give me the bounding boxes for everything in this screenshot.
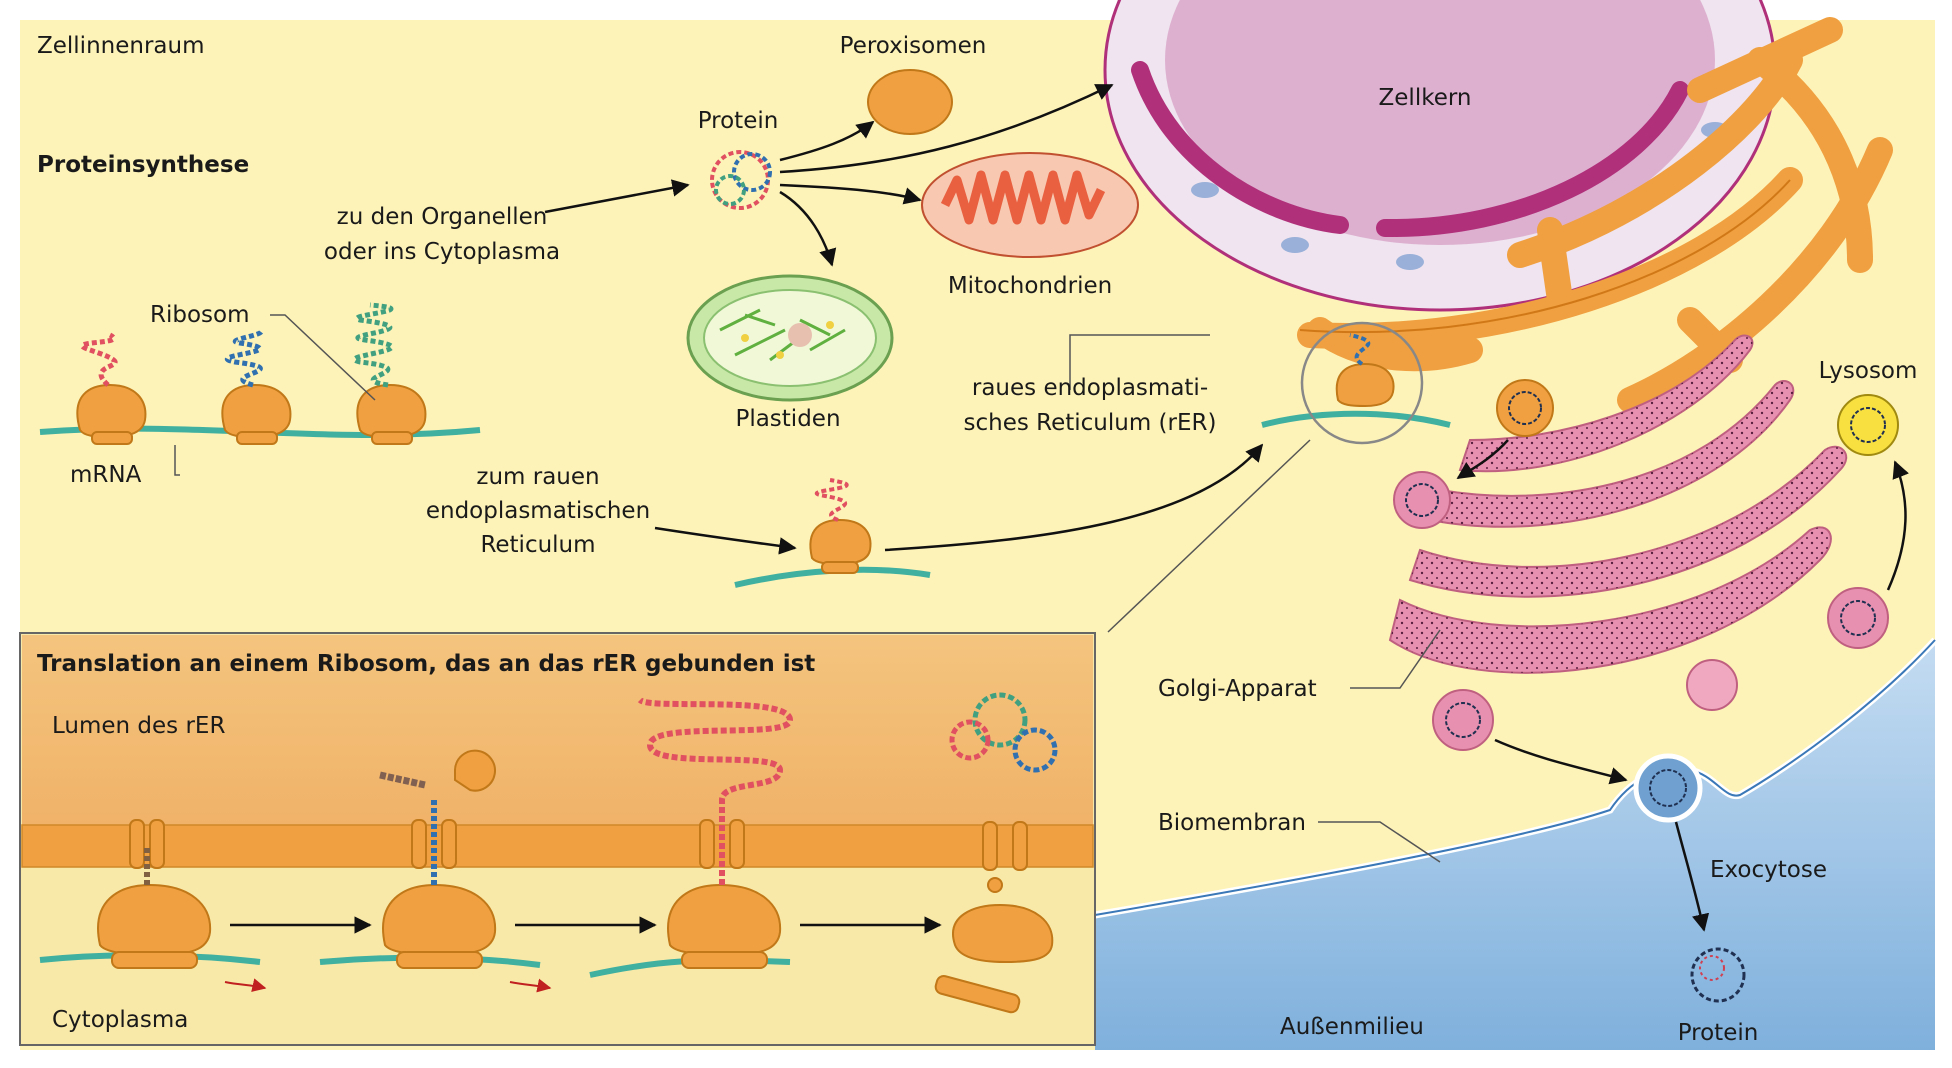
label-lysosom: Lysosom <box>1819 358 1918 384</box>
label-peroxisomen: Peroxisomen <box>840 33 987 59</box>
inset-ribosome-released <box>934 692 1058 1014</box>
er-membrane <box>21 824 1094 868</box>
ribosome <box>809 478 872 574</box>
arrow-to-er-ribosome <box>654 526 797 555</box>
arrow-golgi-to-lysosome <box>1886 460 1909 591</box>
plastid <box>686 274 894 402</box>
label-aussenmilieu: Außenmilieu <box>1280 1014 1424 1040</box>
mitochondrion <box>921 152 1139 258</box>
arrow-golgi-to-membrane <box>1494 738 1628 785</box>
arrow-er-to-golgi <box>1456 439 1509 480</box>
inset-label-lumen: Lumen des rER <box>52 713 225 739</box>
label-exocytose: Exocytose <box>1710 857 1827 883</box>
label-organellen-1: zu den Organellen <box>337 204 548 230</box>
label-protein-bottom: Protein <box>1678 1020 1759 1046</box>
label-zum-rauen-2: endoplasmatischen <box>426 498 650 524</box>
label-zellinnenraum: Zellinnenraum <box>37 33 205 59</box>
flow-arrows <box>544 83 1909 932</box>
golgi-vesicle <box>1432 689 1494 751</box>
arrow-to-protein <box>544 179 690 214</box>
direction-arrow <box>509 978 552 993</box>
label-zum-rauen-1: zum rauen <box>476 464 599 490</box>
direction-arrow <box>224 978 267 992</box>
ribosome <box>221 327 292 445</box>
ribosome <box>352 302 427 445</box>
lumen-area <box>22 635 1093 827</box>
label-raues-er-2: sches Reticulum (rER) <box>964 410 1217 436</box>
label-plastiden: Plastiden <box>735 406 840 432</box>
mrna-strand <box>1261 410 1451 428</box>
label-zum-rauen-3: Reticulum <box>480 532 595 558</box>
protein-coil-top <box>710 150 772 210</box>
inset-ribosome <box>379 749 497 969</box>
label-biomembran: Biomembran <box>1158 810 1306 836</box>
exocytosis-vesicle <box>1633 753 1703 823</box>
secreted-protein <box>1690 947 1746 1003</box>
arrow-exocytosis <box>1674 821 1710 932</box>
golgi-vesicle <box>1827 587 1889 649</box>
label-proteinsynthese: Proteinsynthese <box>37 152 249 178</box>
arrow-to-rer <box>884 443 1264 552</box>
inset-panel <box>19 632 1096 1046</box>
lysosome <box>1837 394 1899 456</box>
label-organellen-2: oder ins Cytoplasma <box>324 239 560 265</box>
label-protein-top: Protein <box>698 108 779 134</box>
inset-title: Translation an einem Ribosom, das an das… <box>37 651 815 677</box>
label-raues-er-1: raues endoplasmati- <box>972 375 1208 401</box>
rough-er-edge <box>1299 179 1791 334</box>
extracellular-space <box>1095 640 1935 1050</box>
label-golgi: Golgi-Apparat <box>1158 676 1317 702</box>
arrow-to-nucleus <box>779 83 1114 174</box>
label-ribosom: Ribosom <box>150 302 250 328</box>
nucleus <box>1103 0 1777 312</box>
inset-label-cytoplasma: Cytoplasma <box>52 1007 188 1033</box>
zoom-circle <box>1300 321 1424 445</box>
golgi-vesicle <box>1393 471 1451 529</box>
ribosome <box>76 332 147 445</box>
arrow-to-peroxisome <box>779 120 875 162</box>
arrow-to-mitochondrion <box>779 183 922 205</box>
inset-ribosome <box>97 819 212 969</box>
peroxisome <box>867 69 953 135</box>
leader-lines <box>174 314 1441 863</box>
golgi-apparatus <box>1388 334 1848 711</box>
arrow-to-plastid <box>779 190 837 267</box>
er-vesicle <box>1496 379 1554 437</box>
inset-ribosome <box>637 697 794 969</box>
label-mitochondrien: Mitochondrien <box>948 273 1112 299</box>
label-zellkern: Zellkern <box>1379 85 1472 111</box>
ribosome <box>1335 333 1395 408</box>
label-mrna: mRNA <box>70 462 142 488</box>
